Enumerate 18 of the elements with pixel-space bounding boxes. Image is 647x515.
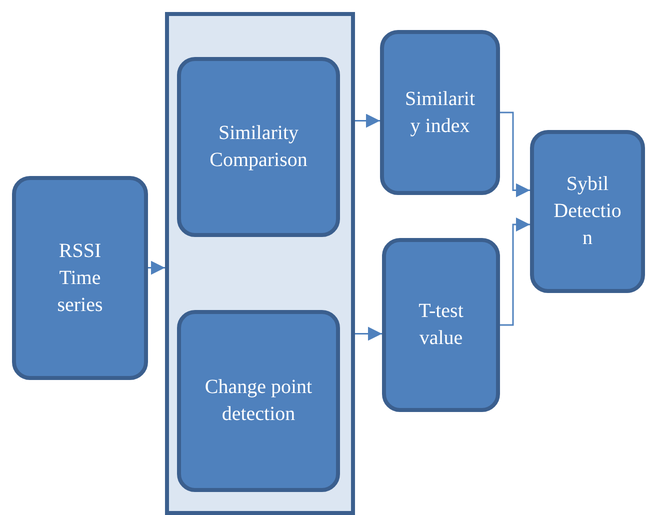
arrow — [500, 112, 530, 198]
box-label: Similarity Comparison — [208, 121, 308, 173]
process-box — [530, 130, 645, 293]
arrow — [355, 114, 380, 128]
process-box — [12, 176, 148, 380]
process-box — [380, 30, 500, 195]
arrow — [148, 260, 165, 275]
process-box — [177, 57, 340, 237]
box-label: Similarity index — [404, 86, 476, 138]
box-label: Sybil Detection — [552, 172, 622, 251]
box-label: T-test value — [418, 299, 464, 351]
group-panel — [165, 12, 355, 515]
process-box — [382, 238, 500, 412]
arrow — [500, 218, 530, 326]
box-label: RSSI Time series — [56, 238, 104, 318]
arrow — [355, 326, 382, 341]
process-box — [177, 310, 340, 492]
box-label: Change point detection — [204, 375, 314, 427]
